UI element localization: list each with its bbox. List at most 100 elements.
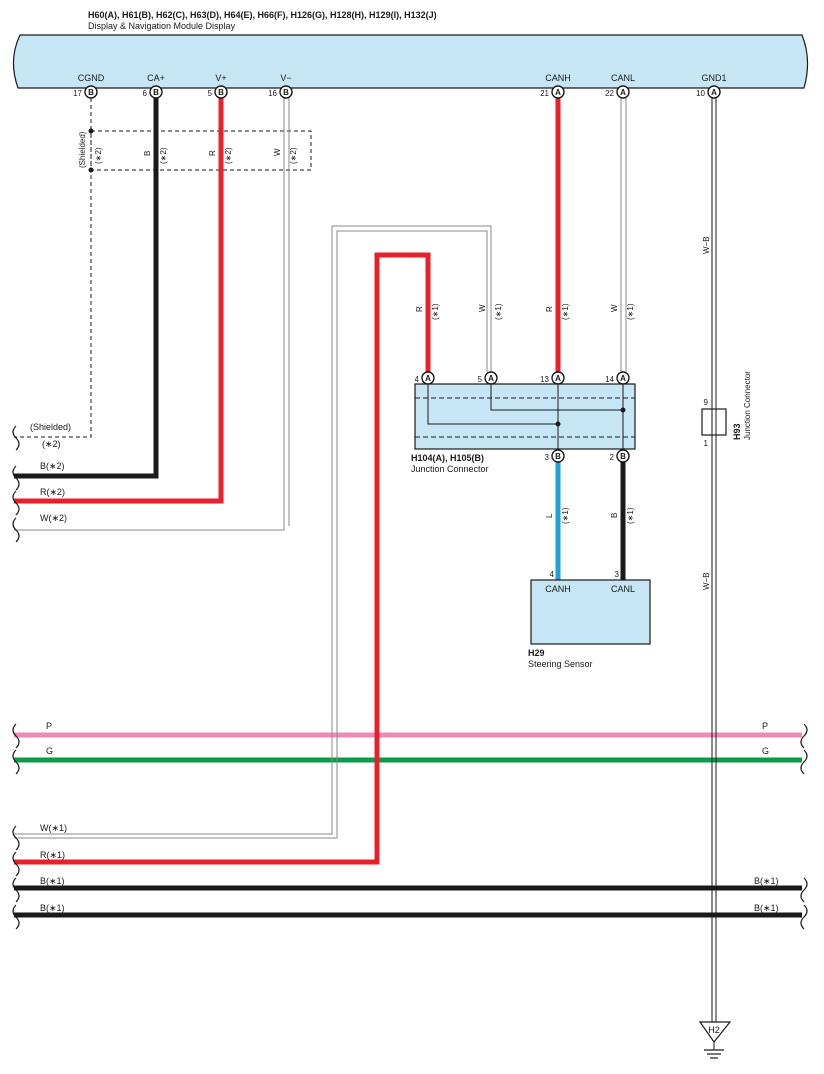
terminal-ca-plus: CA+ bbox=[147, 73, 165, 83]
jpin-3-number: 3 bbox=[545, 453, 550, 462]
pin-cgnd-number: 17 bbox=[73, 89, 82, 98]
pin-v-plus-number: 5 bbox=[208, 89, 213, 98]
right-b1a: B(∗1) bbox=[754, 876, 779, 886]
wire-r1-red bbox=[14, 252, 431, 865]
pin-canh-connector: A bbox=[555, 88, 561, 97]
terminal-v-minus: V− bbox=[280, 73, 291, 83]
pin-v-plus-connector: B bbox=[218, 88, 224, 97]
label-canl-color: W bbox=[610, 304, 619, 312]
pin-gnd1-connector: A bbox=[711, 88, 717, 97]
label-canh-note: (∗1) bbox=[561, 303, 570, 320]
right-wire-labels: P G B(∗1) B(∗1) bbox=[754, 721, 779, 913]
pin-gnd1-number: 10 bbox=[696, 89, 705, 98]
junction-node-canh bbox=[555, 421, 561, 427]
sensor-name: Steering Sensor bbox=[528, 659, 593, 669]
wire-w1-outer bbox=[14, 225, 492, 835]
pin-canl-connector: A bbox=[620, 88, 626, 97]
shield-box bbox=[90, 130, 312, 171]
module-terminals: CGND CA+ V+ V− CANH CANL GND1 bbox=[78, 73, 727, 83]
jpin-4-number: 4 bbox=[415, 375, 420, 384]
pin-ca-plus-connector: B bbox=[153, 88, 159, 97]
pin-v-minus-connector: B bbox=[283, 88, 289, 97]
label-w1-color: W bbox=[478, 304, 487, 312]
wire-v-plus-red bbox=[14, 98, 224, 504]
steering-sensor-body bbox=[530, 579, 651, 645]
left-r2: R(∗2) bbox=[40, 487, 65, 497]
wire-ca-plus-black bbox=[14, 98, 159, 479]
terminal-v-plus: V+ bbox=[215, 73, 226, 83]
terminal-canh: CANH bbox=[545, 73, 571, 83]
label-r1-color: R bbox=[415, 306, 424, 312]
jpin-5-number: 5 bbox=[478, 375, 483, 384]
sensor-code: H29 bbox=[528, 648, 545, 658]
right-b1b: B(∗1) bbox=[754, 903, 779, 913]
junction-internal-links bbox=[427, 384, 624, 449]
junction-name: Junction Connector bbox=[411, 464, 489, 474]
connector-codes: H60(A), H61(B), H62(C), H63(D), H64(E), … bbox=[88, 10, 437, 20]
pin-ca-plus-number: 6 bbox=[143, 89, 148, 98]
sensor-terminal-canl: CANL bbox=[611, 584, 635, 594]
shield-node-top bbox=[88, 128, 94, 134]
label-gnd1-upper: W−B bbox=[702, 236, 711, 254]
label-vplus-note: (∗2) bbox=[224, 147, 233, 164]
left-w2: W(∗2) bbox=[40, 513, 67, 523]
junction-pin-markers: A 4 A 5 A 13 A 14 B 3 B 2 bbox=[415, 371, 630, 463]
left-b2: B(∗2) bbox=[40, 461, 65, 471]
bus-wires bbox=[14, 732, 802, 918]
label-ca-color: B bbox=[143, 151, 152, 156]
jpin-2-connector: B bbox=[620, 452, 626, 461]
label-sensor-canh-note: (∗1) bbox=[561, 507, 570, 524]
terminal-canl: CANL bbox=[611, 73, 635, 83]
ground-symbol: H2 bbox=[698, 1021, 732, 1059]
vertical-wire-labels: (Shielded) (∗2) B (∗2) R (∗2) W (∗2) R (… bbox=[78, 131, 711, 590]
module-name: Display & Navigation Module Display bbox=[88, 21, 236, 31]
display-module-body bbox=[12, 34, 809, 89]
label-cgnd-note: (∗2) bbox=[94, 147, 103, 164]
label-canl-note: (∗1) bbox=[626, 303, 635, 320]
jpin-13-number: 13 bbox=[540, 375, 549, 384]
h93-pin-bottom: 1 bbox=[704, 439, 709, 448]
jpin-5-connector: A bbox=[488, 374, 494, 383]
sensor-pin-canh: 4 bbox=[550, 570, 555, 579]
jpin-14-connector: A bbox=[620, 374, 626, 383]
junction-node-canl bbox=[620, 407, 626, 413]
right-p: P bbox=[762, 721, 768, 731]
junction-connector-h104 bbox=[414, 383, 636, 450]
terminal-gnd1: GND1 bbox=[701, 73, 726, 83]
label-w1-note: (∗1) bbox=[494, 303, 503, 320]
label-sensor-canh-color: L bbox=[545, 513, 554, 518]
wire-cgnd-shield bbox=[14, 98, 92, 438]
label-vminus-color: W bbox=[273, 148, 282, 156]
left-g: G bbox=[46, 746, 53, 756]
pin-canh-number: 21 bbox=[540, 89, 549, 98]
terminal-cgnd: CGND bbox=[78, 73, 105, 83]
label-canh-color: R bbox=[545, 306, 554, 312]
h93-code: H93 bbox=[732, 423, 742, 440]
junction-connector-h93 bbox=[701, 408, 727, 436]
shield-node-bottom bbox=[88, 167, 94, 173]
wire-v-minus-white-a bbox=[14, 98, 285, 531]
left-shielded-note: (∗2) bbox=[42, 439, 61, 449]
left-w1: W(∗1) bbox=[40, 823, 67, 833]
right-g: G bbox=[762, 746, 769, 756]
left-b1b: B(∗1) bbox=[40, 903, 65, 913]
jpin-2-number: 2 bbox=[610, 453, 615, 462]
left-break-marks bbox=[12, 425, 20, 930]
sensor-terminal-canh: CANH bbox=[545, 584, 571, 594]
label-r1-note: (∗1) bbox=[431, 303, 440, 320]
pin-canl-number: 22 bbox=[605, 89, 614, 98]
junction-code: H104(A), H105(B) bbox=[411, 453, 484, 463]
left-r1: R(∗1) bbox=[40, 850, 65, 860]
label-ca-note: (∗2) bbox=[159, 147, 168, 164]
label-gnd1-lower: W−B bbox=[702, 572, 711, 590]
right-break-marks bbox=[800, 723, 808, 930]
label-sensor-canl-note: (∗1) bbox=[626, 507, 635, 524]
left-b1a: B(∗1) bbox=[40, 876, 65, 886]
jpin-14-number: 14 bbox=[605, 375, 614, 384]
label-shielded-vert: (Shielded) bbox=[78, 131, 87, 168]
module-pin-markers: B 17 B 6 B 5 B 16 A 21 A 22 A 10 bbox=[73, 85, 721, 99]
left-shielded: (Shielded) bbox=[30, 422, 71, 432]
jpin-13-connector: A bbox=[555, 374, 561, 383]
label-vplus-color: R bbox=[208, 150, 217, 156]
